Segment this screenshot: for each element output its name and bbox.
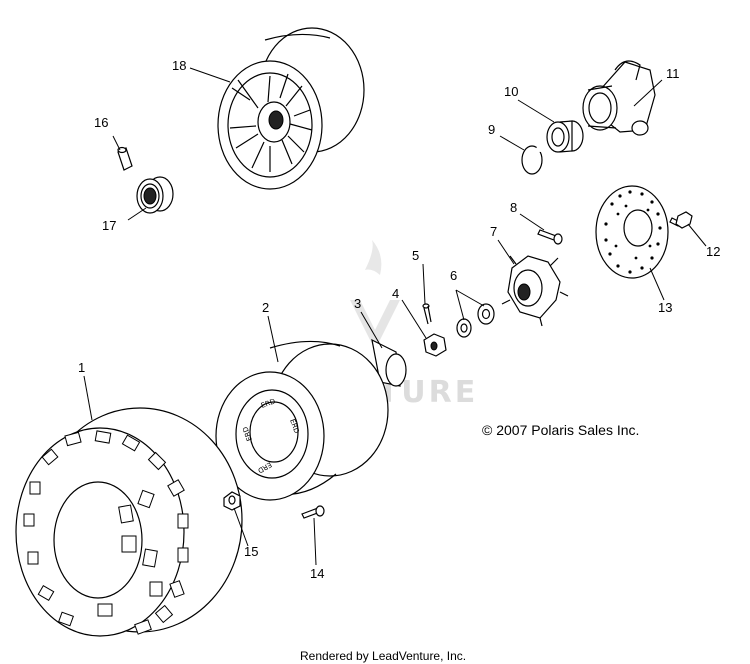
watermark-flame (365, 240, 382, 275)
callout-10: 10 (504, 84, 518, 99)
callout-4: 4 (392, 286, 399, 301)
callout-12: 12 (706, 244, 720, 259)
part-15-lug-nut[interactable] (223, 491, 241, 511)
part-17-bearing[interactable] (136, 176, 174, 214)
part-11-knuckle[interactable] (582, 60, 656, 136)
callout-5: 5 (412, 248, 419, 263)
callout-9: 9 (488, 122, 495, 137)
part-8-bolt[interactable] (537, 229, 563, 245)
watermark-logo (350, 300, 400, 350)
callout-15: 15 (244, 544, 258, 559)
part-7-hub[interactable] (501, 255, 569, 327)
part-9-snap-ring[interactable] (521, 145, 544, 175)
callout-11: 11 (666, 66, 680, 81)
callout-13: 13 (658, 300, 672, 315)
part-5-cotter-pin[interactable] (422, 303, 432, 325)
callout-14: 14 (310, 566, 324, 581)
part-13-brake-disc[interactable] (595, 185, 669, 279)
callout-6: 6 (450, 268, 457, 283)
part-4-castle-nut[interactable] (423, 333, 447, 357)
copyright-text: © 2007 Polaris Sales Inc. (482, 422, 639, 438)
callout-18: 18 (172, 58, 186, 73)
callout-3: 3 (354, 296, 361, 311)
part-14-stud[interactable] (301, 505, 325, 519)
callout-17: 17 (102, 218, 116, 233)
part-18-wheel[interactable] (217, 27, 365, 190)
callout-7: 7 (490, 224, 497, 239)
leader-lines (83, 67, 707, 566)
part-6-washers[interactable] (456, 303, 495, 338)
callout-1: 1 (78, 360, 85, 375)
callout-labels: 1 2 3 4 5 6 7 8 9 10 11 12 13 14 15 16 1… (78, 58, 720, 581)
part-1-tire[interactable] (15, 407, 243, 637)
part-16-pin[interactable] (117, 146, 133, 171)
callout-8: 8 (510, 200, 517, 215)
callout-2: 2 (262, 300, 269, 315)
part-2-wheel[interactable]: ERD ERD ERD ERD (215, 340, 389, 501)
part-10-bearing[interactable] (546, 120, 584, 153)
callout-16: 16 (94, 115, 108, 130)
credit-text: Rendered by LeadVenture, Inc. (300, 649, 466, 663)
